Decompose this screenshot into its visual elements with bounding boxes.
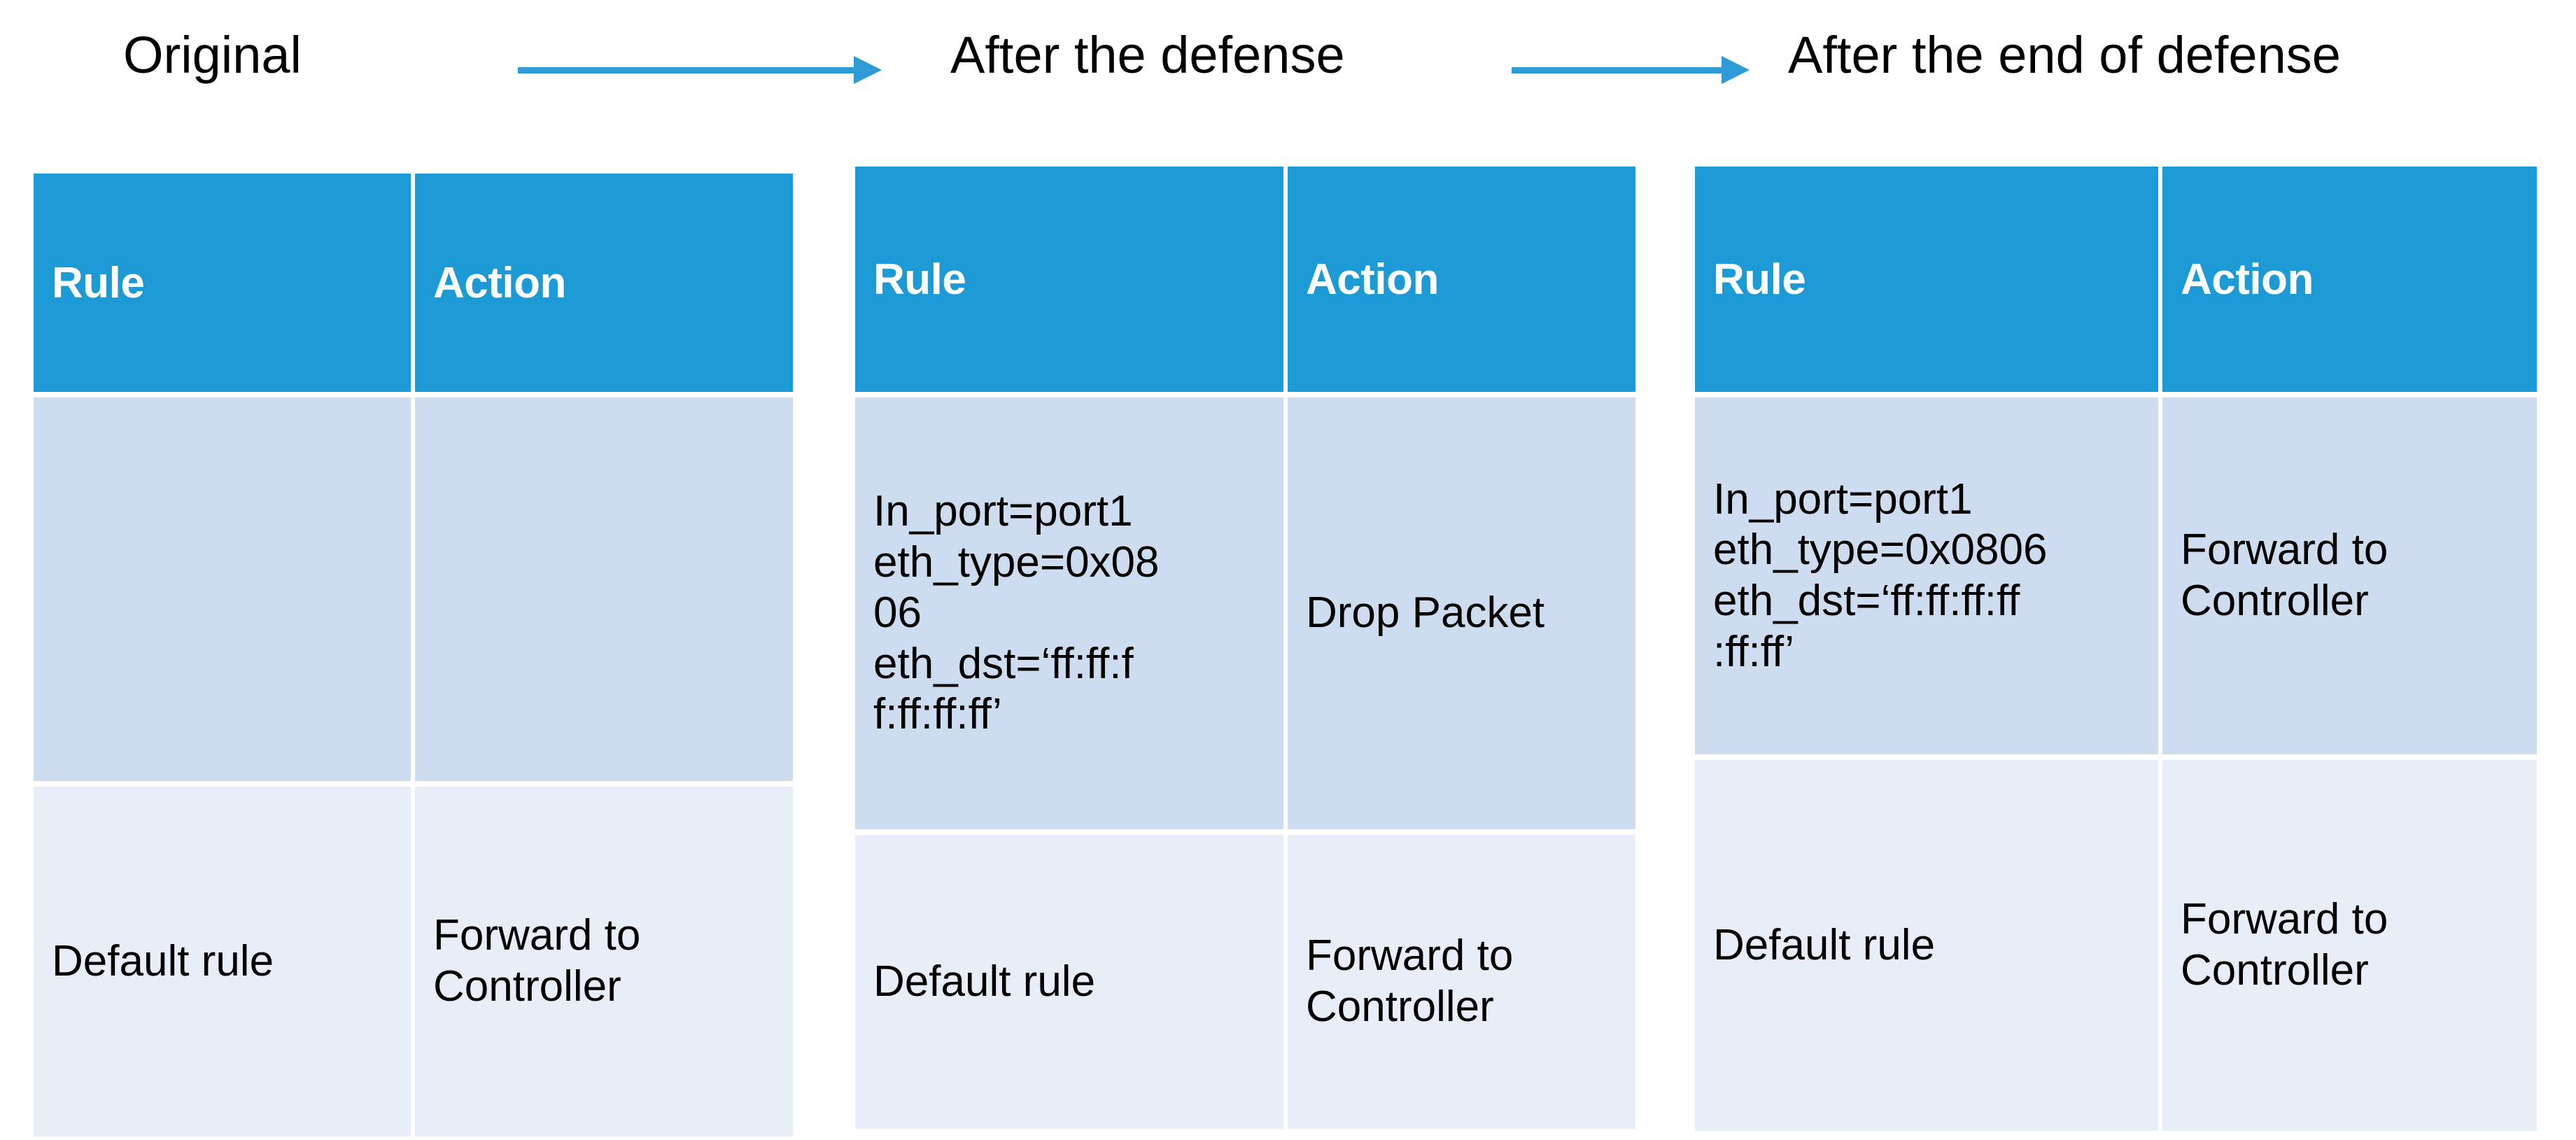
cell-rule [34, 397, 415, 787]
column-header-rule: Rule [34, 174, 415, 397]
cell-action-text: Drop Packet [1306, 589, 1545, 638]
flow-table-after-defense: Rule Action In_port=port1 eth_type=0x08 … [855, 167, 1635, 1129]
cell-rule-text [52, 589, 393, 590]
flow-table-original: Rule Action Default rule Forwa [34, 174, 793, 1137]
table-row: Default rule Forward to Controller [34, 787, 793, 1137]
cell-rule-text: In_port=port1 eth_type=0x0806 eth_dst=‘f… [1713, 474, 2048, 676]
column-header-rule-label: Rule [873, 255, 966, 304]
cell-action-text: Forward to Controller [433, 911, 641, 1011]
cell-rule-text: In_port=port1 eth_type=0x08 06 eth_dst=‘… [873, 487, 1160, 739]
arrow-shaft [1512, 67, 1722, 73]
cell-rule: Default rule [855, 835, 1288, 1129]
column-header-action-label: Action [2181, 255, 2314, 304]
flow-table-after-end-of-defense: Rule Action In_port=port1 eth_type=0x080… [1695, 167, 2537, 1131]
cell-action: Forward to Controller [1288, 835, 1635, 1129]
cell-rule: In_port=port1 eth_type=0x08 06 eth_dst=‘… [855, 397, 1288, 835]
cell-action: Drop Packet [1288, 397, 1635, 835]
cell-action: Forward to Controller [415, 787, 793, 1137]
column-header-action: Action [2162, 167, 2537, 397]
cell-action: Forward to Controller [2162, 760, 2537, 1131]
table-row: In_port=port1 eth_type=0x0806 eth_dst=‘f… [1695, 397, 2537, 760]
cell-action-text: Forward to Controller [1306, 931, 1514, 1031]
cell-action-text: Forward to Controller [2181, 526, 2388, 625]
table-row [34, 397, 793, 787]
arrow-shaft [518, 67, 854, 73]
column-header-rule: Rule [855, 167, 1288, 397]
right-arrow-icon [518, 56, 882, 84]
column-header-rule-label: Rule [1713, 255, 1806, 304]
column-header-action: Action [415, 174, 793, 397]
table-header-row: Rule Action [34, 174, 793, 397]
stage-title-after-end-of-defense: After the end of defense [1788, 26, 2341, 84]
cell-action: Forward to Controller [2162, 397, 2537, 760]
column-header-action-label: Action [433, 258, 566, 307]
cell-action [415, 397, 793, 787]
cell-rule: In_port=port1 eth_type=0x0806 eth_dst=‘f… [1695, 397, 2162, 760]
column-header-rule-label: Rule [52, 258, 145, 307]
table-header-row: Rule Action [1695, 167, 2537, 397]
cell-rule-text: Default rule [52, 936, 274, 985]
right-arrow-icon [1512, 56, 1750, 84]
cell-action-text [433, 589, 775, 590]
cell-action-text: Forward to Controller [2181, 895, 2388, 994]
table-row: In_port=port1 eth_type=0x08 06 eth_dst=‘… [855, 397, 1635, 835]
column-header-action-label: Action [1306, 255, 1439, 304]
stage-title-original: Original [123, 26, 302, 84]
table-row: Default rule Forward to Controller [855, 835, 1635, 1129]
cell-rule-text: Default rule [1713, 920, 1936, 969]
arrow-head [1722, 56, 1750, 84]
column-header-rule: Rule [1695, 167, 2162, 397]
cell-rule-text: Default rule [873, 957, 1096, 1006]
cell-rule: Default rule [34, 787, 415, 1137]
cell-rule: Default rule [1695, 760, 2162, 1131]
table-row: Default rule Forward to Controller [1695, 760, 2537, 1131]
arrow-head [854, 56, 882, 84]
stage-title-after-defense: After the defense [950, 26, 1345, 84]
column-header-action: Action [1288, 167, 1635, 397]
table-header-row: Rule Action [855, 167, 1635, 397]
